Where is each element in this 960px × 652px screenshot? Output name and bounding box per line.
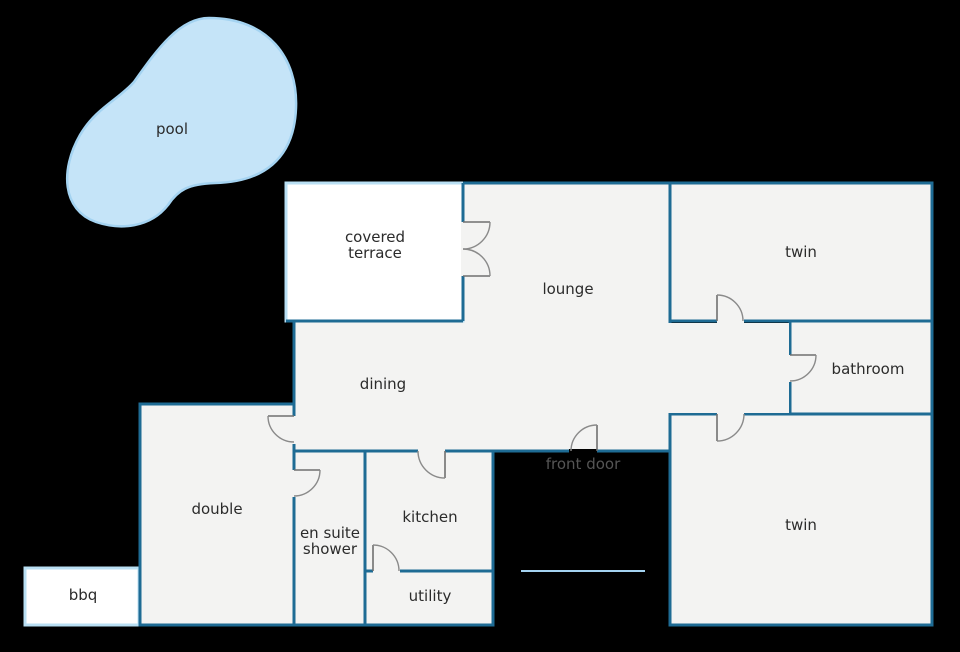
double-label: double [191,500,242,518]
front-door-label: front door [546,455,621,473]
utility-label: utility [409,587,452,605]
kitchen-label: kitchen [402,508,457,526]
pool-label: pool [156,120,188,138]
en-suite-door [292,469,321,497]
front-door [569,424,598,453]
en-suite-label-1: en suite [300,524,360,542]
utility-door [372,544,400,573]
bathroom-door [788,354,817,382]
bbq-area [23,566,141,627]
twin-top-label: twin [785,243,817,261]
kitchen-door [417,449,446,479]
twin-bottom-door [716,412,745,442]
twin-top-door [716,294,744,323]
twin-bedroom-top [668,181,934,323]
covered-terrace-label-2: terrace [348,244,402,262]
twin-bottom-label: twin [785,516,817,534]
en-suite-label-2: shower [303,540,358,558]
pool-shape [66,16,298,228]
covered-terrace-label-1: covered [345,228,405,246]
utility-room [363,569,495,627]
bathroom-label: bathroom [832,360,905,378]
lounge-label: lounge [542,280,593,298]
hallway [668,323,789,413]
en-suite-shower-room [292,449,367,627]
dining-label: dining [360,375,406,393]
terrace-door [461,221,491,277]
kitchen-room [363,449,495,573]
twin-bedroom-bottom [668,412,934,627]
double-bedroom-door [267,415,296,444]
bbq-label: bbq [69,586,98,604]
double-bedroom [138,402,296,627]
